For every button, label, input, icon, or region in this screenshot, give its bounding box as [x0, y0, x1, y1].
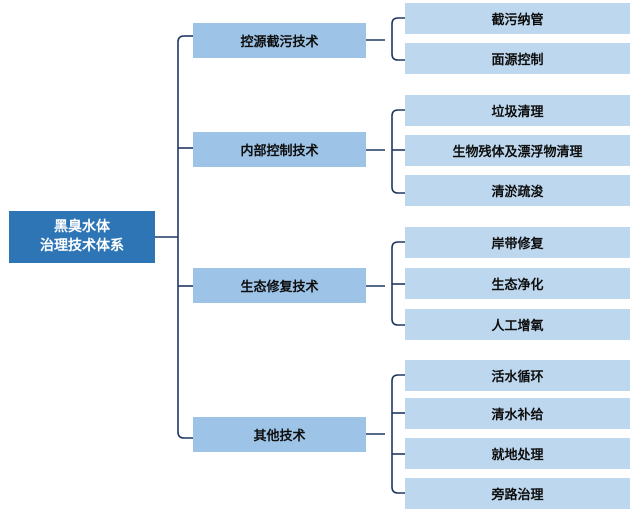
leaf-label: 人工增氧: [491, 319, 544, 334]
leaf-node: 面源控制: [405, 43, 630, 74]
leaf-node: 就地处理: [405, 438, 630, 469]
leaf-node: 生态净化: [405, 268, 630, 299]
leaf-node: 活水循环: [405, 360, 630, 391]
leaf-node: 岸带修复: [405, 227, 630, 258]
root-label-line2: 治理技术体系: [40, 238, 124, 254]
category-label: 生态修复技术: [240, 280, 319, 295]
leaf-label: 清淤疏浚: [491, 185, 544, 200]
leaf-label: 截污纳管: [491, 13, 544, 28]
category-other-techniques: 其他技术: [193, 417, 366, 452]
leaf-node: 清水补给: [405, 398, 630, 429]
category-source-control: 控源截污技术: [193, 23, 366, 58]
root-label-line1: 黑臭水体: [54, 219, 110, 235]
leaf-node: 生物残体及漂浮物清理: [405, 135, 630, 166]
category-label: 控源截污技术: [240, 35, 319, 50]
cat1-bracket: [391, 17, 405, 61]
leaf-node: 垃圾清理: [405, 95, 630, 126]
leaf-node: 人工增氧: [405, 309, 630, 340]
category-internal-control: 内部控制技术: [193, 132, 366, 167]
leaf-label: 面源控制: [491, 53, 544, 68]
leaf-label: 生物残体及漂浮物清理: [452, 145, 583, 160]
cat2-bracket: [391, 109, 405, 194]
root-bracket-vertical: [177, 35, 193, 439]
leaf-node: 截污纳管: [405, 3, 630, 34]
leaf-label: 就地处理: [491, 448, 544, 463]
leaf-label: 生态净化: [491, 278, 544, 293]
leaf-label: 岸带修复: [491, 237, 544, 252]
root-node: 黑臭水体 治理技术体系: [9, 211, 155, 263]
leaf-node: 清淤疏浚: [405, 175, 630, 206]
category-label: 内部控制技术: [240, 144, 319, 159]
leaf-label: 旁路治理: [491, 488, 544, 503]
leaf-node: 旁路治理: [405, 478, 630, 509]
leaf-label: 清水补给: [491, 408, 544, 423]
cat4-bracket: [391, 374, 405, 494]
category-label: 其他技术: [253, 429, 306, 444]
leaf-label: 垃圾清理: [491, 105, 544, 120]
leaf-label: 活水循环: [491, 370, 544, 385]
category-ecological-restoration: 生态修复技术: [193, 268, 366, 303]
